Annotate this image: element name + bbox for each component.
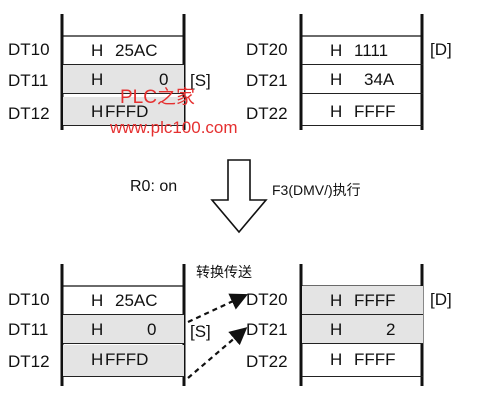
register-value: 25AC xyxy=(115,41,158,60)
hex-prefix: H xyxy=(330,102,343,121)
hex-prefix: H xyxy=(330,70,343,89)
hex-prefix: H xyxy=(91,291,104,310)
dest-tag: [D] xyxy=(430,40,452,59)
reg-label: DT11 xyxy=(8,320,49,339)
register-value: FFFF xyxy=(354,102,396,121)
hex-prefix: H xyxy=(91,41,104,60)
instruction-label: F3(DMV/)执行 xyxy=(272,182,361,198)
register-cell: H 34A xyxy=(302,65,423,94)
watermark-url: www.plc100.com xyxy=(110,118,238,137)
down-arrow-icon xyxy=(210,159,268,234)
hex-prefix: H xyxy=(91,70,104,89)
source-tag: [S] xyxy=(190,71,211,90)
hex-prefix: H xyxy=(91,320,104,339)
register-value: FFFD xyxy=(105,102,149,121)
register-value: FFFF xyxy=(354,291,396,310)
bottom-src-block-frame xyxy=(60,264,186,386)
register-cell: H 1111 xyxy=(302,36,423,65)
register-cell: H FFFF xyxy=(302,286,423,315)
dest-tag: [D] xyxy=(430,290,452,309)
transfer-arrow-1 xyxy=(187,293,248,323)
reg-label: DT21 xyxy=(246,71,288,90)
reg-label: DT22 xyxy=(246,352,288,371)
register-value: FFFD xyxy=(105,350,149,369)
hex-prefix: H xyxy=(91,350,104,369)
register-cell: H FFFF xyxy=(302,345,423,377)
condition-label: R0: on xyxy=(130,178,178,195)
reg-label: DT10 xyxy=(8,40,50,59)
transfer-arrow-2 xyxy=(187,327,248,379)
register-value: 1111 xyxy=(354,41,389,60)
register-cell: H 25AC xyxy=(63,286,184,315)
watermark-title: PLC之家 xyxy=(120,87,195,108)
register-value: 25AC xyxy=(115,291,158,310)
source-tag: [S] xyxy=(190,322,211,341)
register-cell: H 0 xyxy=(63,315,184,344)
reg-label: DT12 xyxy=(8,352,50,371)
hex-prefix: H xyxy=(330,320,343,339)
register-value: 0 xyxy=(147,320,157,339)
reg-label: DT20 xyxy=(246,290,288,309)
reg-label: DT10 xyxy=(8,290,50,309)
register-cell: H FFFD xyxy=(63,97,184,126)
hex-prefix: H xyxy=(330,291,343,310)
register-cell: H 2 xyxy=(302,315,423,344)
hex-prefix: H xyxy=(330,41,343,60)
reg-label: DT12 xyxy=(8,104,50,123)
register-cell: H FFFF xyxy=(302,97,423,126)
transfer-label: 转换传送 xyxy=(196,264,252,280)
reg-label: DT20 xyxy=(246,40,288,59)
hex-prefix: H xyxy=(330,350,343,369)
top-dst-block-frame xyxy=(299,14,424,130)
register-cell: H 0 xyxy=(63,65,184,94)
register-cell: H 25AC xyxy=(63,36,184,65)
reg-label: DT11 xyxy=(8,71,49,90)
register-value: 0 xyxy=(159,70,169,89)
reg-label: DT22 xyxy=(246,104,288,123)
register-value: 2 xyxy=(386,320,396,339)
register-value: FFFF xyxy=(354,350,396,369)
reg-label: DT21 xyxy=(246,320,288,339)
hex-prefix: H xyxy=(91,102,104,121)
register-cell: H FFFD xyxy=(63,345,184,377)
top-src-block-frame xyxy=(60,14,186,130)
register-value: 34A xyxy=(364,70,395,89)
